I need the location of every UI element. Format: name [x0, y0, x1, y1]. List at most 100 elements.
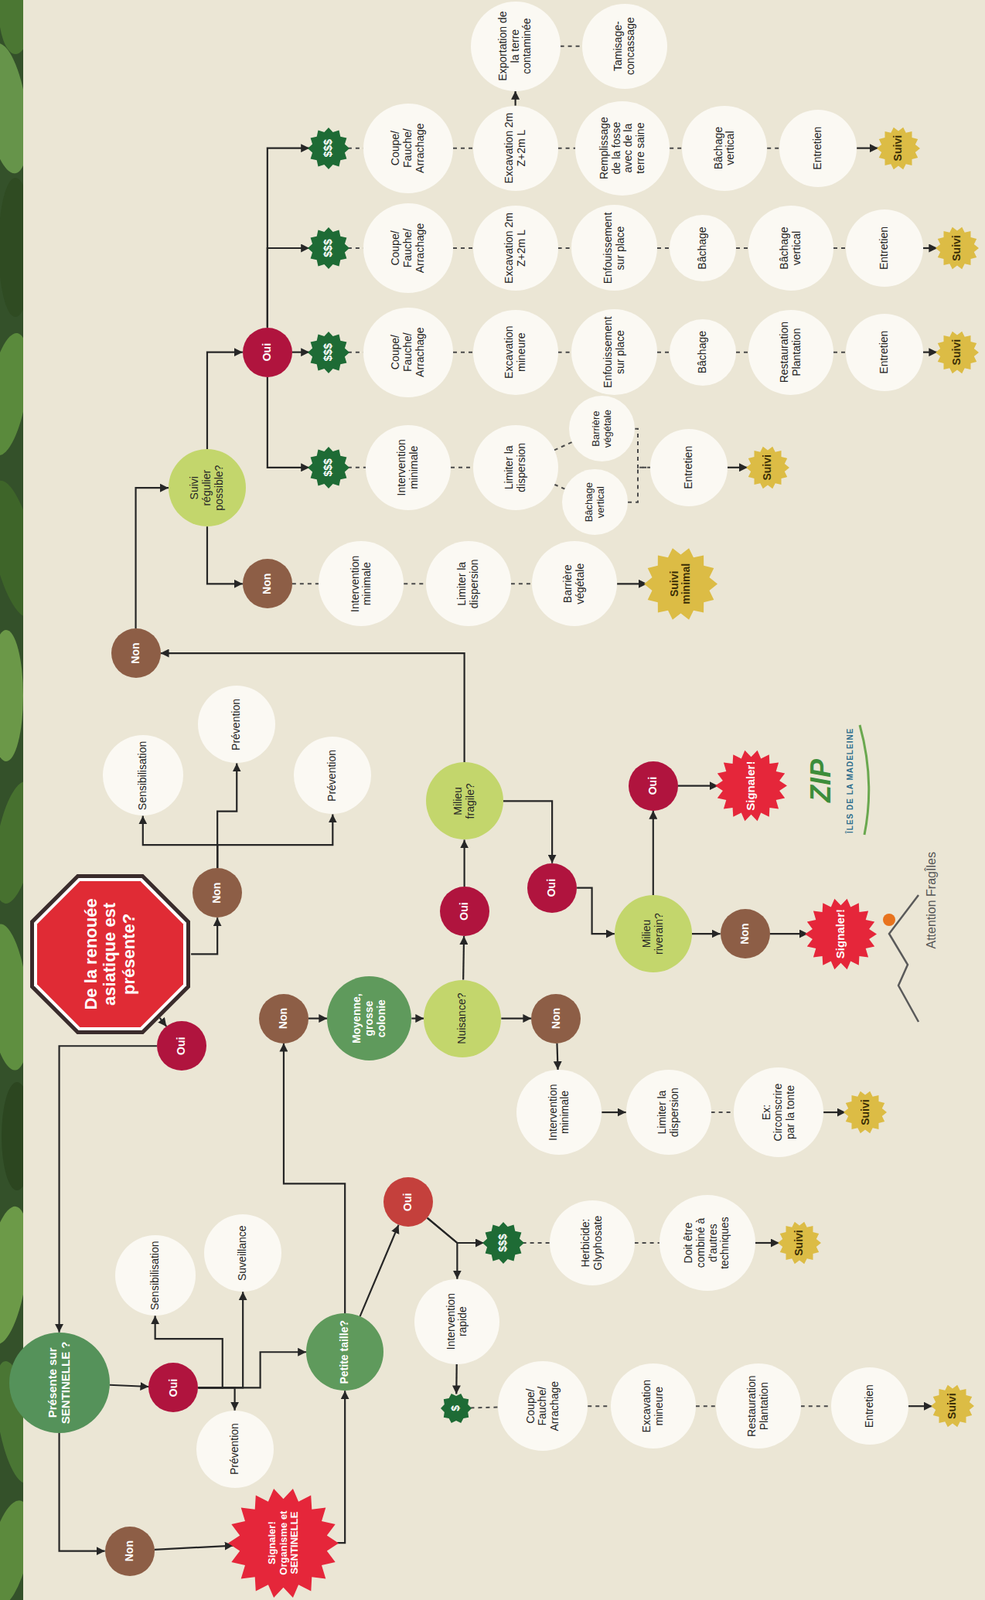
connector	[511, 582, 532, 585]
node-text: Oui	[402, 1193, 415, 1212]
action-circle: Intervention minimale	[318, 541, 404, 627]
node-text: Entretien	[878, 330, 891, 375]
connector	[727, 466, 748, 469]
yes-circle: Oui	[527, 863, 577, 914]
connector	[736, 247, 749, 249]
connector	[558, 247, 572, 249]
connector	[267, 248, 310, 328]
connector	[755, 1242, 780, 1245]
node-text: $$$	[322, 458, 335, 477]
action-circle: Entretien	[779, 109, 857, 188]
connector	[823, 1111, 846, 1114]
connector	[190, 917, 218, 955]
node-text: Nuisance?	[456, 993, 469, 1045]
connector	[678, 785, 719, 788]
action-circle: Excavation mineure	[473, 310, 559, 396]
connector	[308, 1017, 328, 1020]
connector	[207, 526, 243, 584]
node-text: Entretien	[878, 226, 891, 270]
node-text: Coupe/ Fauche/ Arrachage	[389, 316, 427, 389]
node-text: Enfouissement sur place	[602, 316, 627, 389]
node-text: Suivi	[950, 339, 964, 365]
node-text: Intervention rapide	[445, 1286, 470, 1358]
node-text: Milieu fragile?	[452, 770, 477, 832]
action-circle: Bâchage vertical	[562, 469, 628, 536]
node-text: Intervention minimale	[547, 1077, 572, 1149]
node-text: Intervention minimale	[395, 432, 420, 504]
action-circle: Bâchage vertical	[681, 105, 767, 191]
connector	[109, 1385, 149, 1388]
action-circle: Sensibilisation	[115, 1235, 196, 1316]
connector	[711, 1111, 735, 1114]
node-text: Moyenne, grosse colonie	[351, 986, 388, 1052]
decision-circle: Présente sur SENTINELLE ?	[9, 1332, 110, 1434]
connector	[691, 933, 721, 935]
follow-up-burst: Suivi	[876, 126, 921, 171]
node-text: Limiter la dispersion	[503, 432, 528, 504]
connector	[554, 442, 573, 450]
node-text: Restauration Plantation	[746, 1370, 771, 1442]
connector	[427, 1218, 484, 1244]
decision-circle: Milieu fragile?	[426, 762, 504, 840]
node-text: Limiter la dispersion	[656, 1077, 681, 1149]
node-text: Oui	[167, 1379, 181, 1398]
node-text: Signaler! Organisme et SENTINELLE	[266, 1506, 301, 1581]
no-circle: Non	[192, 868, 242, 918]
cost-burst: $$$	[307, 331, 350, 374]
connector	[627, 467, 651, 503]
node-text: Barrière végétale	[590, 403, 614, 455]
burst-shape	[935, 227, 979, 270]
node-text: Suivi régulier possible?	[188, 460, 225, 515]
node-text: Restauration Plantation	[778, 316, 803, 389]
no-circle: Non	[242, 558, 293, 609]
logo-mountain	[889, 895, 919, 1023]
connector	[601, 1111, 626, 1114]
node-text: Suivi	[950, 235, 964, 261]
decision-circle: Moyenne, grosse colonie	[327, 976, 412, 1061]
connector	[411, 1017, 424, 1020]
burst-shape	[930, 1385, 975, 1429]
connector	[347, 247, 364, 249]
logo-sun	[882, 913, 896, 927]
action-circle: Coupe/ Fauche/ Arrachage	[363, 203, 454, 294]
node-text: Bâchage	[696, 330, 709, 374]
burst-shape	[228, 1489, 339, 1599]
yes-circle: Oui	[439, 886, 490, 937]
node-text: Herbicide: Glyphosate	[579, 1207, 604, 1279]
node-text: Tamisage- concassage	[612, 10, 637, 82]
node-text: Oui	[545, 879, 559, 897]
node-text: Signaler!	[744, 761, 758, 812]
node-text: Milieu riverain?	[640, 903, 665, 965]
node-text: Prévention	[326, 749, 339, 802]
node-text: Excavation mineure	[640, 1370, 665, 1442]
connector	[283, 1043, 345, 1315]
connector	[462, 936, 465, 981]
connector	[766, 147, 780, 150]
connector	[463, 839, 465, 887]
connector	[450, 466, 474, 469]
action-circle: Limiter la dispersion	[626, 1070, 712, 1156]
node-text: Limiter la dispersion	[456, 548, 481, 620]
connector	[453, 351, 474, 354]
action-circle: Coupe/ Fauche/ Arrachage	[363, 307, 454, 398]
connector	[522, 1242, 550, 1245]
node-text: Bâchage vertical	[778, 212, 803, 284]
no-circle: Non	[105, 1526, 155, 1577]
connector	[59, 1433, 106, 1552]
cost-burst: $$$	[307, 227, 350, 270]
no-circle: Non	[259, 994, 309, 1044]
node-text: Non	[739, 923, 752, 945]
connector	[695, 1405, 716, 1408]
node-text: Non	[123, 1540, 137, 1562]
action-circle: Doit être combiné à d'autres techniques	[659, 1195, 756, 1292]
burst-shape	[307, 331, 350, 374]
no-circle: Non	[720, 909, 771, 959]
action-circle: Bâchage	[669, 319, 737, 386]
connector	[347, 351, 364, 354]
follow-up-burst: Suivi	[930, 1384, 975, 1429]
node-text: De la renouée asiatique est présente?	[81, 892, 140, 1016]
decision-circle: Suivi régulier possible?	[168, 449, 246, 527]
burst-shape	[843, 1091, 887, 1135]
connector	[197, 1291, 243, 1388]
connector	[360, 1225, 399, 1317]
